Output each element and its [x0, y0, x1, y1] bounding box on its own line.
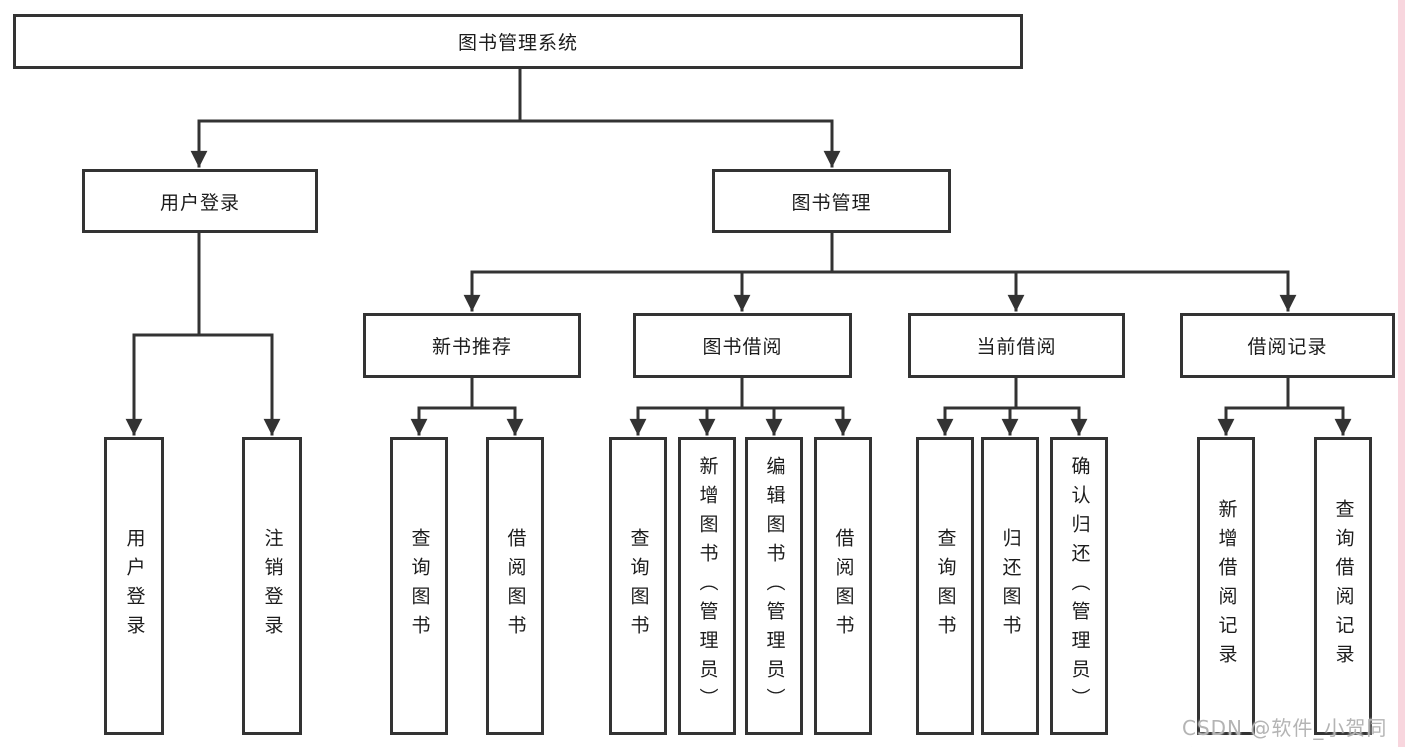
node-library-system: 图书管理系统: [13, 14, 1023, 69]
node-current-borrowing: 当前借阅: [908, 313, 1125, 378]
leaf-borrowing-query-books: 查询图书: [609, 437, 667, 735]
node-book-management: 图书管理: [712, 169, 951, 233]
leaf-logout: 注销登录: [242, 437, 302, 735]
node-book-borrowing: 图书借阅: [633, 313, 852, 378]
node-user-login: 用户登录: [82, 169, 318, 233]
csdn-watermark: CSDN @软件_小贺同学: [1182, 716, 1388, 747]
leaf-borrowing-borrow-books: 借阅图书: [814, 437, 872, 735]
leaf-borrowing-add-books-admin: 新增图书（管理员）: [678, 437, 736, 735]
leaf-user-login: 用户登录: [104, 437, 164, 735]
leaf-current-query-books: 查询图书: [916, 437, 974, 735]
leaf-records-add-record: 新增借阅记录: [1197, 437, 1255, 735]
csdn-edge-strip: [1398, 0, 1405, 747]
leaf-borrowing-edit-books-admin: 编辑图书（管理员）: [745, 437, 803, 735]
leaf-current-confirm-return-admin: 确认归还（管理员）: [1050, 437, 1108, 735]
leaf-newbooks-borrow-books: 借阅图书: [486, 437, 544, 735]
leaf-records-query-record: 查询借阅记录: [1314, 437, 1372, 735]
leaf-current-return-books: 归还图书: [981, 437, 1039, 735]
node-borrow-records: 借阅记录: [1180, 313, 1395, 378]
node-new-book-recommend: 新书推荐: [363, 313, 581, 378]
leaf-newbooks-query-books: 查询图书: [390, 437, 448, 735]
